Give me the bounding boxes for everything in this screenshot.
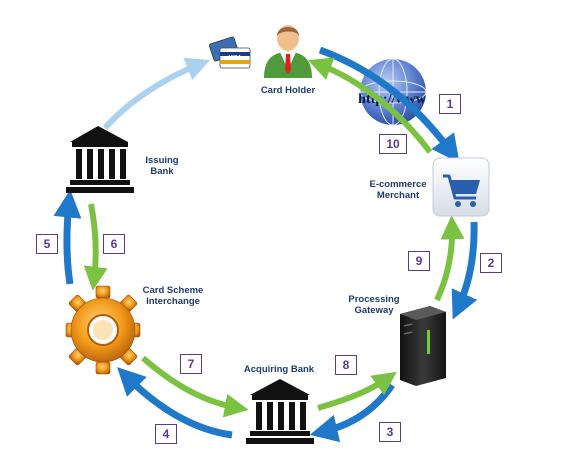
step-1-box: 1 <box>439 94 461 114</box>
arrow-5-scheme-to-issuing <box>53 189 82 285</box>
arrow-issuing-to-cardholder <box>102 57 211 130</box>
arrow-9-gateway-to-merchant <box>434 215 465 302</box>
credit-cards-icon: VISA <box>209 36 251 69</box>
arrows <box>53 46 478 443</box>
label-processing-gateway: Processing Gateway <box>348 294 400 316</box>
arrow-4-acquiring-to-scheme <box>117 367 233 439</box>
arrow-1-cardholder-to-merchant <box>318 46 460 164</box>
step-3-box: 3 <box>379 422 401 442</box>
step-5-box: 5 <box>36 234 58 254</box>
label-issuing-bank: Issuing Bank <box>145 155 179 177</box>
label-ecommerce-merchant: E-commerce Merchant <box>369 179 427 201</box>
label-acquiring-bank: Acquiring Bank <box>243 364 315 375</box>
step-7-box: 7 <box>180 354 202 374</box>
shopping-cart-icon <box>432 157 490 217</box>
arrow-10-merchant-to-cardholder <box>307 57 433 154</box>
label-card-scheme-interchange: Card Scheme Interchange <box>142 285 204 307</box>
arrow-7-scheme-to-acquiring <box>141 355 249 418</box>
issuing-bank-building-icon <box>66 126 134 193</box>
card-brand-text: VISA <box>229 55 242 61</box>
arrow-8-acquiring-to-gateway <box>317 371 397 411</box>
server-icon <box>400 306 446 386</box>
step-2-box: 2 <box>480 253 502 273</box>
step-10-box: 10 <box>379 134 407 154</box>
step-6-box: 6 <box>103 234 125 254</box>
gear-icon <box>65 285 141 375</box>
card-holder-person-icon <box>264 25 312 78</box>
arrow-6-issuing-to-scheme <box>83 203 108 291</box>
step-8-box: 8 <box>335 355 357 375</box>
acquiring-bank-building-icon <box>246 379 314 444</box>
step-9-box: 9 <box>408 251 430 271</box>
arrow-2-merchant-to-gateway <box>451 221 478 320</box>
step-4-box: 4 <box>155 424 177 444</box>
label-card-holder: Card Holder <box>260 85 316 96</box>
